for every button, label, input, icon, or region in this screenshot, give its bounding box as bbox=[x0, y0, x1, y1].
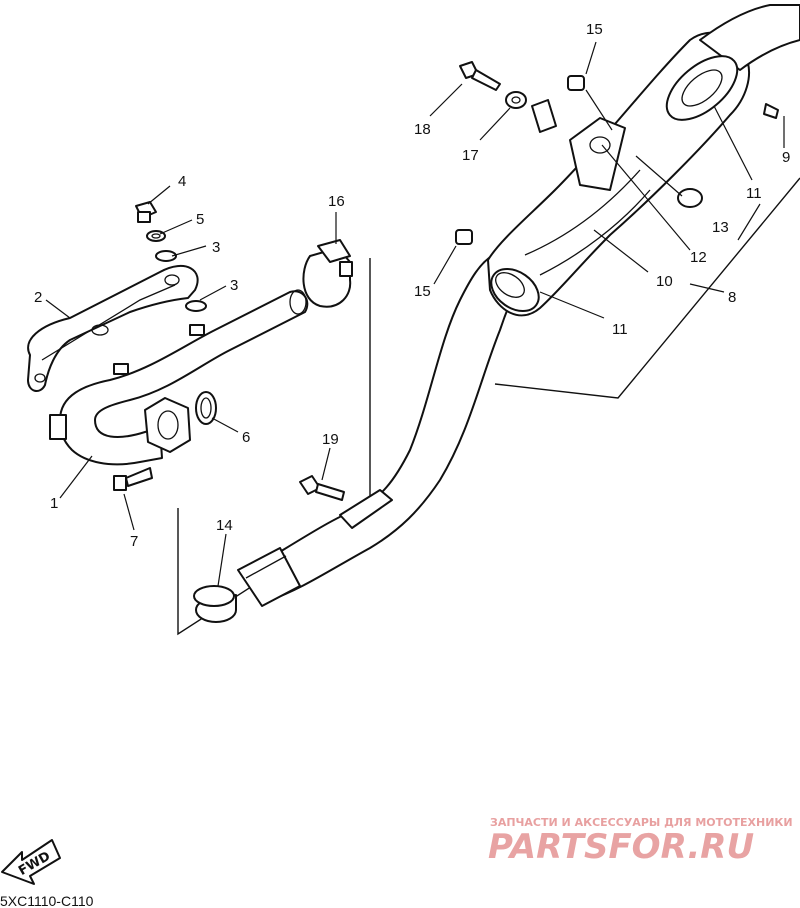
exhaust-flange bbox=[144, 391, 217, 453]
callout-2: 2 bbox=[34, 289, 42, 306]
muffler-hardware bbox=[455, 61, 779, 245]
bracket-bolt bbox=[299, 475, 345, 501]
forward-arrow-icon: FWD bbox=[1, 839, 61, 885]
callout-4: 4 bbox=[178, 173, 186, 190]
muffler-group-box bbox=[494, 177, 800, 399]
flange-bolt bbox=[113, 467, 153, 491]
callout-10: 10 bbox=[656, 273, 673, 290]
callout-16: 16 bbox=[328, 193, 345, 210]
callout-12: 12 bbox=[690, 249, 707, 266]
watermark: ЗАПЧАСТИ И АКСЕССУАРЫ ДЛЯ МОТОТЕХНИКИ PA… bbox=[488, 816, 793, 867]
callout-3: 3 bbox=[230, 277, 238, 294]
callout-8: 8 bbox=[728, 289, 736, 306]
protector-fasteners bbox=[135, 201, 207, 312]
callout-9: 9 bbox=[782, 149, 790, 166]
pipe-clamp bbox=[302, 239, 353, 308]
callout-13: 13 bbox=[712, 219, 729, 236]
callout-1: 1 bbox=[50, 495, 58, 512]
heat-protector bbox=[27, 265, 199, 392]
callout-11: 11 bbox=[746, 185, 762, 202]
watermark-brand: PARTSFOR.RU bbox=[488, 827, 754, 867]
callout-3: 3 bbox=[212, 239, 220, 256]
callout-17: 17 bbox=[462, 147, 479, 164]
callout-11: 11 bbox=[612, 321, 628, 338]
callout-15: 15 bbox=[414, 283, 431, 300]
callout-5: 5 bbox=[196, 211, 204, 228]
callout-labels: 1 2 3 3 4 5 6 7 8 9 10 11 11 12 13 14 15… bbox=[34, 21, 790, 550]
drawing-code: 5XC1110-C110 bbox=[0, 893, 94, 908]
callout-19: 19 bbox=[322, 431, 339, 448]
leader-lines bbox=[45, 41, 785, 587]
exhaust-header-pipe bbox=[49, 289, 309, 466]
pipe-gasket-ring bbox=[193, 585, 237, 623]
callout-7: 7 bbox=[130, 533, 138, 550]
callout-14: 14 bbox=[216, 517, 233, 534]
muffler-assembly bbox=[237, 4, 800, 607]
callout-6: 6 bbox=[242, 429, 250, 446]
callout-18: 18 bbox=[414, 121, 431, 138]
watermark-subtitle: ЗАПЧАСТИ И АКСЕССУАРЫ ДЛЯ МОТОТЕХНИКИ bbox=[490, 816, 793, 829]
callout-15: 15 bbox=[586, 21, 603, 38]
